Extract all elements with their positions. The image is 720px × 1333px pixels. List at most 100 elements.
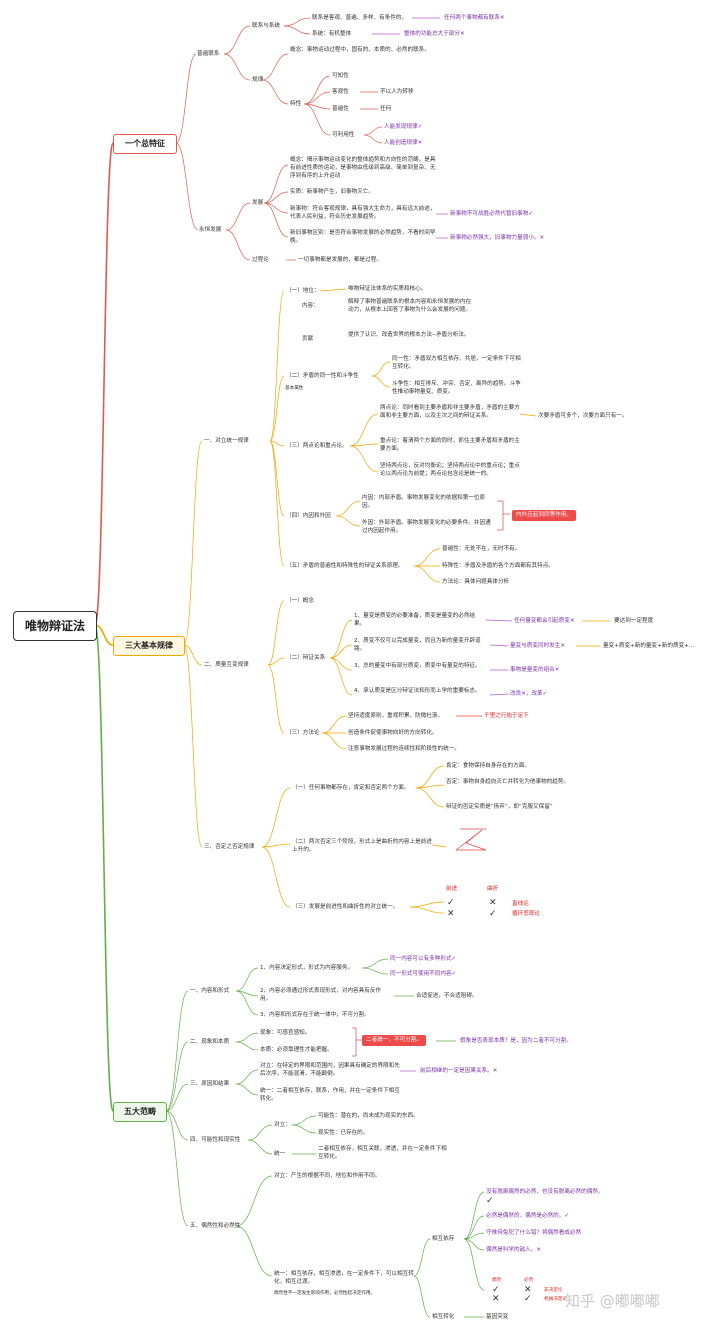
node-no-pure: 没有脱离偶然的必然，也没有脱离必然的偶然。 xyxy=(486,1189,604,1195)
connector xyxy=(485,619,513,622)
node-possibility: 可能性：潜在的，尚未成为现实的东西。 xyxy=(318,1113,419,1119)
node-indeterminism: 非决定论 xyxy=(544,1288,563,1293)
node-phenomenon: 现象：可感官感知。 xyxy=(260,1030,311,1036)
connector xyxy=(263,164,289,204)
connector xyxy=(235,1225,273,1277)
node-sequence: 量变+质变+新的量变+新的质变+... xyxy=(603,643,695,649)
connector xyxy=(431,844,447,848)
connector xyxy=(329,657,353,671)
node-interdependent: 相互依存 xyxy=(432,1236,455,1242)
node-multi-content: 同一形式可使用不同内容✓ xyxy=(390,971,457,977)
cat-cause-effect: 三、原因和结果 xyxy=(190,1081,230,1087)
node-features: 特性 xyxy=(290,101,302,107)
node-partial-quality: 3、总的量变中有部分质变，质变中有量变的特征。 xyxy=(354,663,481,669)
node-multi-forms: 同一内容可以有多种形式✓ xyxy=(390,956,457,962)
connector xyxy=(329,644,353,659)
connector xyxy=(415,787,445,808)
connector xyxy=(321,732,347,750)
connector xyxy=(489,644,509,647)
node-essence: 本质：必须靠理性才能把握。 xyxy=(260,1047,333,1053)
mark-o4: ✓ xyxy=(524,1294,532,1304)
connector xyxy=(329,657,353,696)
connector xyxy=(165,990,189,1112)
connector xyxy=(409,901,445,908)
node-sublation: 辩证的否定实质是“扬弃”，即“克服又保留” xyxy=(446,804,553,810)
connector xyxy=(263,191,289,204)
connector xyxy=(235,1032,259,1043)
connector xyxy=(463,1238,485,1251)
connector xyxy=(291,1115,317,1126)
connector xyxy=(463,1191,485,1240)
connector xyxy=(269,290,285,442)
mark-1: ✓ xyxy=(447,898,455,908)
node-discover-law: 人能发现规律✓ xyxy=(384,124,423,130)
node-any-quantity: 任何量变都会引起质变✕ xyxy=(514,618,575,624)
node-connection-objective: 联系是客观、普遍、多样、有条件的。 xyxy=(312,15,408,21)
connector xyxy=(329,619,353,659)
node-form-react: 2、内容必须通过形式表现形式，对内容具有反作用。 xyxy=(260,988,382,1002)
connector xyxy=(361,967,389,975)
node-status-text: 唯物辩证法体系的实质和核心。 xyxy=(348,286,427,292)
node-universality-particularity: （五）矛盾的普遍性和特殊性的辩证关系原理。 xyxy=(286,563,404,569)
connector xyxy=(319,288,347,292)
node-content-text: 解释了事物普遍联系的根本内容和永恒发展的内在动力，从根本上回答了事物为什么会发展… xyxy=(348,299,472,313)
node-promote-hinder: 合适促进，不合适阻碍。 xyxy=(416,993,478,999)
connector xyxy=(267,600,285,666)
node-poss-unity-label: 统一 xyxy=(274,1151,286,1157)
node-illusion: 假象是否表现本质？是，因为二者不可分割。 xyxy=(460,1038,572,1044)
connector xyxy=(235,1041,259,1051)
node-new-things: 新事物：符合客观规律，具有强大生命力，具有远大前途，代表人民利益，符合历史发展趋… xyxy=(290,206,436,220)
node-cyclic: 循环悲观论 xyxy=(512,911,540,917)
node-poss-unity: 二者相互依存，相互关联，渗透，并在一定条件下相互转化。 xyxy=(318,1146,447,1160)
node-create-law: 人能创造规律✕ xyxy=(384,140,423,146)
node-equal-effect: 内外应起到同等作用。 xyxy=(512,510,576,521)
label-twist: 曲折 xyxy=(487,886,499,892)
connector xyxy=(175,53,197,144)
connector xyxy=(235,1069,259,1085)
node-cause-opposition: 对立：在特定的界限和范围内，因果具有确定的界限和先后次序，不能混淆，不能颠倒。 xyxy=(260,1063,400,1077)
node-reform: 改良✕，改革✓ xyxy=(510,691,548,697)
node-dialectic-relation: （二）辩证关系 xyxy=(286,655,326,661)
node-two-point-theory: 两点论：同时看到主要矛盾和非主要矛盾，矛盾的主要方面和非主要方面，以及主次之间的… xyxy=(380,405,520,419)
node-process-theory: 过程论 xyxy=(252,257,269,263)
node-rabbit: 守株待兔犯了什么错？将偶然看成必然 xyxy=(486,1230,582,1236)
connector xyxy=(303,103,331,136)
connector xyxy=(409,906,445,914)
root-node: 唯物辩证法 xyxy=(13,611,97,641)
node-new-old-diff: 新旧事物区别：是否符合事物发展的必然趋势，不看时间早晚。 xyxy=(290,230,436,244)
node-mech-determinism: 机械决定论 xyxy=(544,1297,567,1302)
universal-connection: 普遍联系 xyxy=(197,51,220,57)
connector xyxy=(261,53,289,81)
node-internal-external: （四）内因和外因 xyxy=(286,513,331,519)
connector xyxy=(165,1041,189,1112)
connector xyxy=(247,1124,273,1141)
connector xyxy=(303,75,331,105)
connector xyxy=(269,440,285,567)
label-chance: 偶然 xyxy=(492,1278,502,1283)
connector xyxy=(165,1110,189,1227)
law-unity-opposites: 一、对立统一规律 xyxy=(204,438,249,444)
connector xyxy=(465,842,487,851)
node-two-point: （三）两点论和重点论。 xyxy=(286,443,348,449)
branch-five-categories: 五大范畴 xyxy=(113,1102,167,1122)
label-progress: 前进 xyxy=(446,886,458,892)
connector xyxy=(247,1139,273,1155)
connector xyxy=(465,829,483,844)
node-particularity: 特殊性：矛盾及矛盾的各个方面都有其特点。 xyxy=(442,563,554,569)
node-key-point: 重点论：着清两个方面的同时，抓住主要矛盾和矛盾的主要方面。 xyxy=(380,438,520,452)
connector xyxy=(415,765,445,789)
connector xyxy=(261,79,289,105)
node-succession: 前后相继的一定是因果关系。✕ xyxy=(420,1068,498,1074)
watermark: 知乎 @嘟嘟嘟 xyxy=(565,1292,660,1310)
connector xyxy=(413,548,441,567)
connector xyxy=(371,361,391,377)
node-contribution: 贡献 xyxy=(302,336,314,342)
connector xyxy=(261,787,291,848)
node-mark: 4、承认质变是区分辩证法和形而上学的重要标志。 xyxy=(354,688,481,694)
connector xyxy=(235,967,259,992)
connector xyxy=(263,202,289,238)
connector xyxy=(463,1232,485,1240)
node-secondary-contradiction: 次要矛盾可多个，次要方面只有一。 xyxy=(538,413,628,419)
connector xyxy=(363,134,383,144)
connector xyxy=(261,843,291,848)
